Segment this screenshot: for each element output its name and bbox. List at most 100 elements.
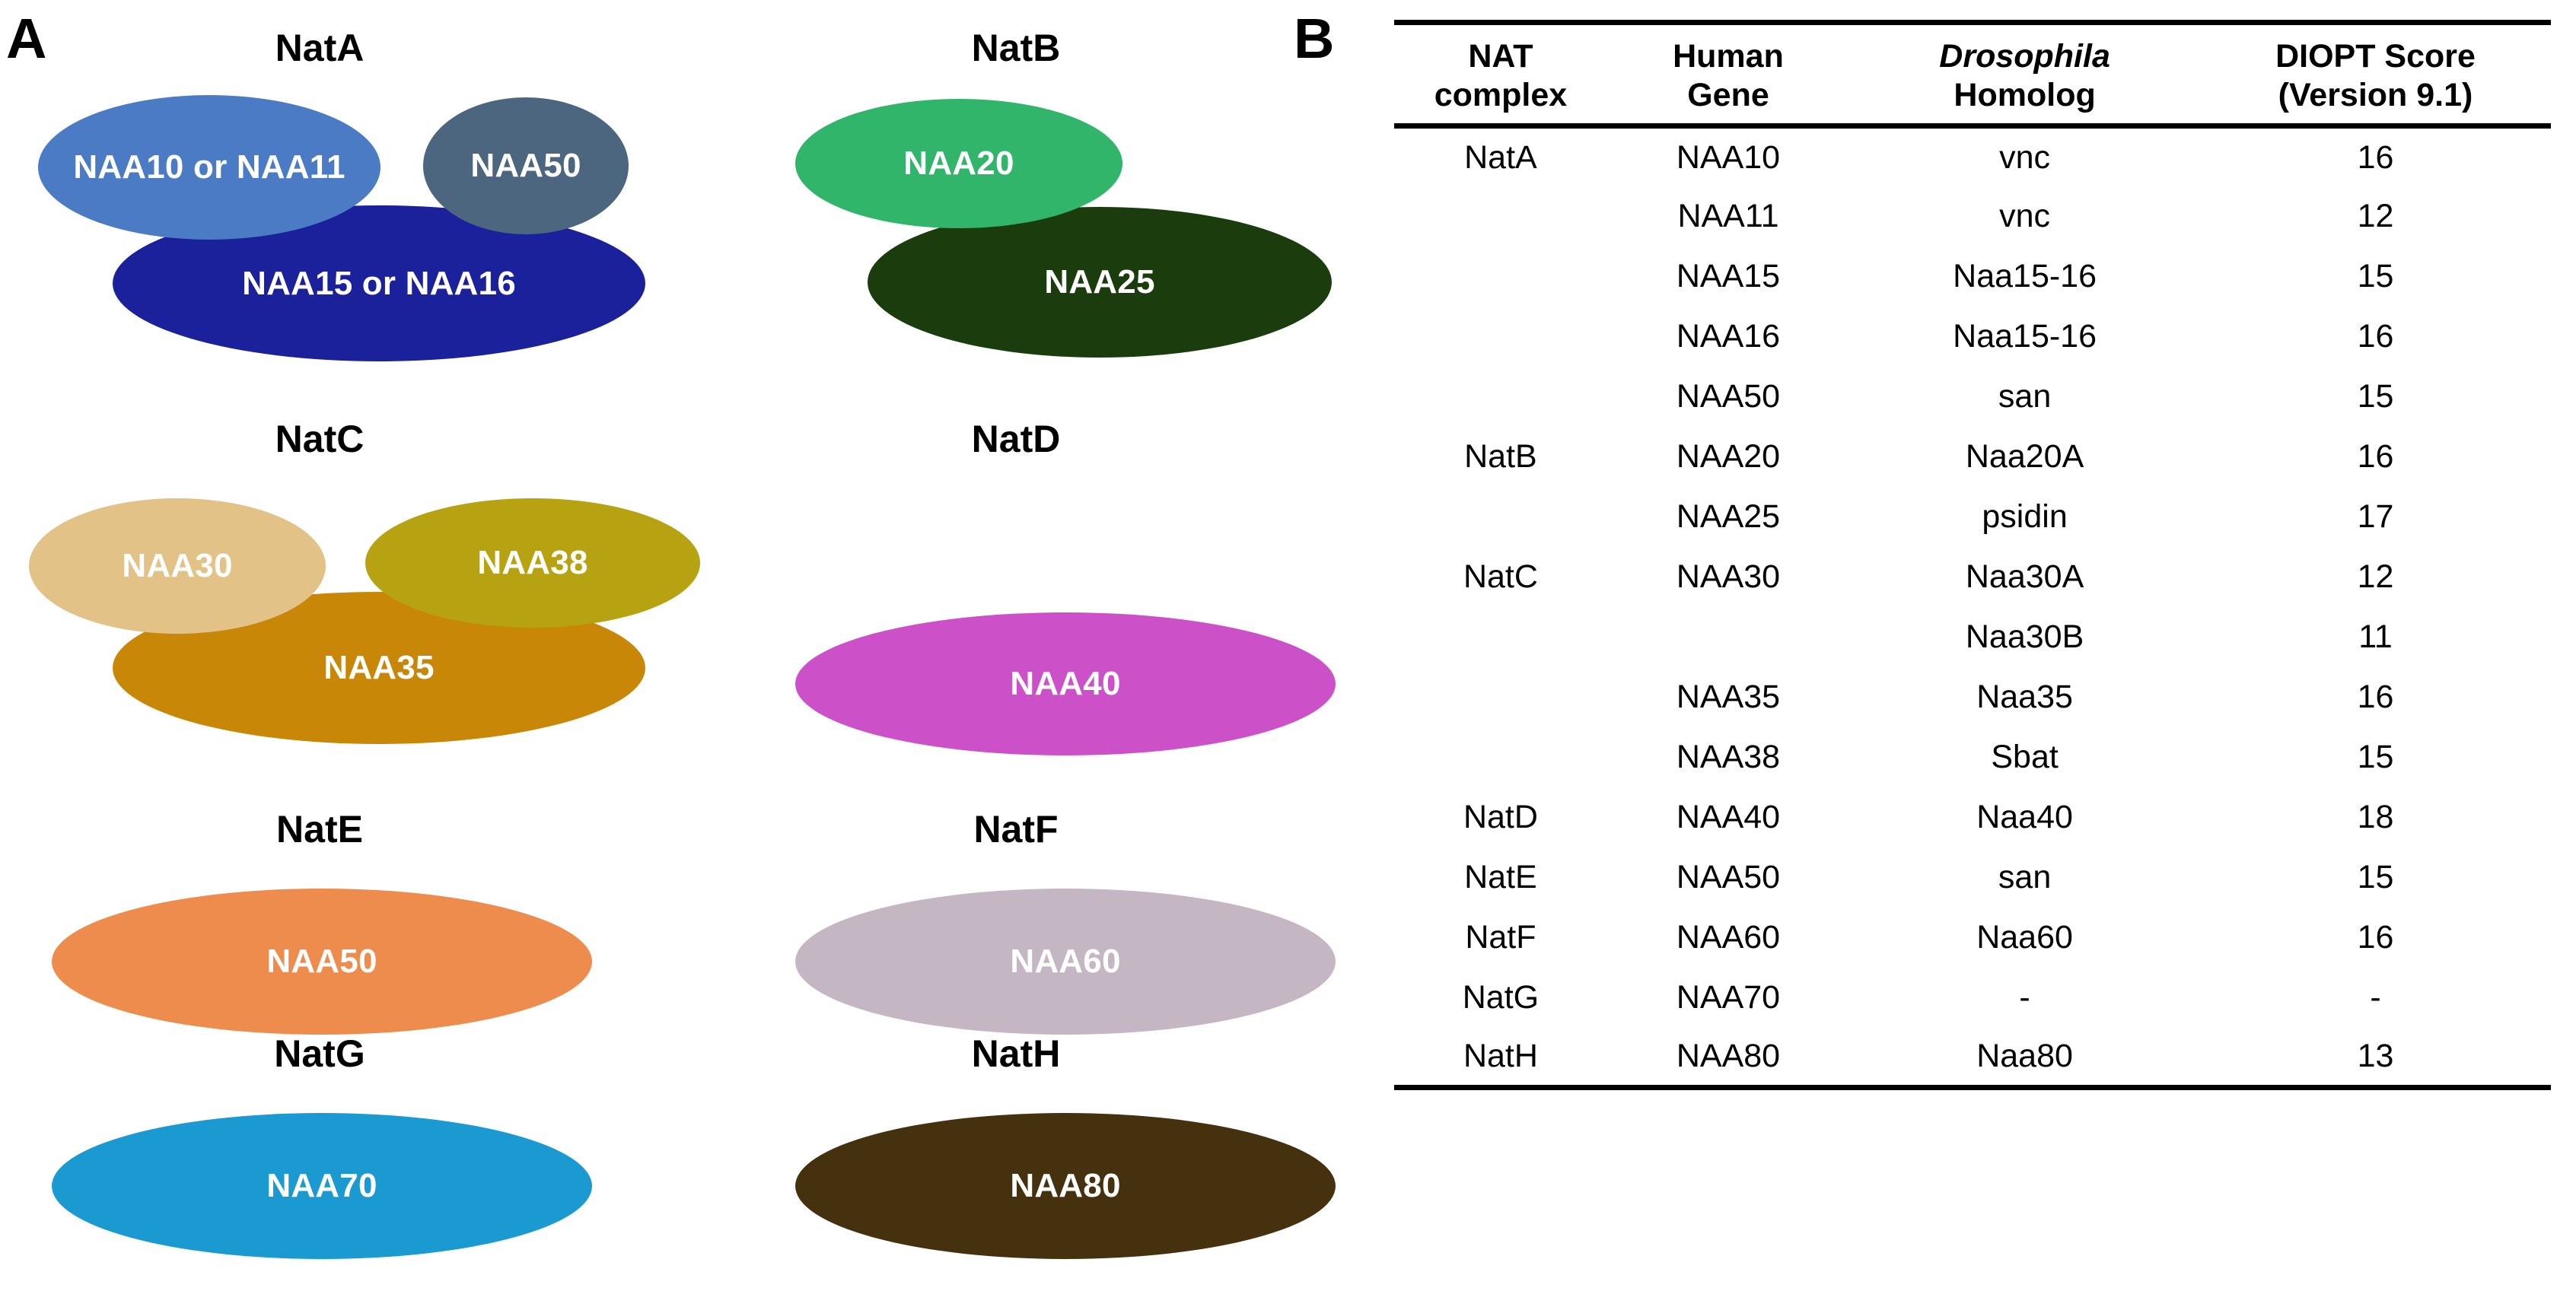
cell-human-gene: NAA30 [1676,558,1781,595]
cell-diopt-score: 13 [2200,1027,2551,1091]
cell-human-gene: NAA50 [1676,858,1781,895]
natD-subunit-naa40: NAA40 [795,612,1336,755]
header-nat-complex-line2: complex [1434,76,1568,113]
cell-nat-complex: NatC [1463,558,1538,595]
cell-diopt-score: - [2370,978,2381,1016]
cell-nat-complex [1394,667,1607,727]
header-diopt-score-line1: DIOPT Score [2275,38,2476,75]
cell-drosophila-homolog: Naa15-16 [1953,317,2097,355]
nat-homolog-table: NAT complex Human Gene Drosophila Homolo… [1394,19,2551,1091]
header-nat-complex: NAT complex [1394,19,1607,129]
cell-diopt-score: 15 [2357,738,2394,775]
natD-naa40-label: NAA40 [1010,665,1121,702]
natA-naa10-label: NAA10 or NAA11 [73,148,345,186]
cell-diopt-score: 12 [2357,197,2394,234]
cell-drosophila-homolog: san [1998,377,2052,415]
cell-diopt-score: 15 [2357,858,2394,895]
natC-naa30-label: NAA30 [122,547,233,584]
natA-title: NatA [275,27,365,69]
natA-naa15-label: NAA15 or NAA16 [242,264,516,302]
cell-diopt-score: 15 [2357,257,2394,294]
natF-title: NatF [973,808,1059,851]
table-row: NAA25 psidin 17 [1394,487,2551,547]
cell-diopt-score: 11 [2358,618,2393,655]
natD-title: NatD [971,418,1061,460]
cell-nat-complex: NatH [1394,1027,1607,1091]
natC-title: NatC [275,418,365,460]
header-human-gene: Human Gene [1606,19,1850,129]
natE-naa50-label: NAA50 [266,943,377,980]
cell-human-gene: NAA16 [1676,317,1781,355]
header-drosophila-homolog-line2: Homolog [1953,76,2096,113]
natE-title: NatE [276,808,363,851]
table-row: NatC NAA30 Naa30A 12 [1394,547,2551,607]
header-human-gene-line1: Human [1673,38,1784,75]
cell-human-gene: NAA20 [1676,437,1781,475]
cell-human-gene: NAA40 [1676,798,1781,835]
cell-drosophila-homolog: Naa35 [1976,678,2073,715]
cell-nat-complex [1394,607,1607,667]
panel-a: A NatA NAA10 or NAA11 NAA50 NAA15 or NAA… [6,7,1336,1259]
cell-diopt-score: 12 [2357,558,2394,595]
cell-drosophila-homolog: Naa15-16 [1953,257,2097,294]
cell-human-gene: NAA80 [1606,1027,1850,1091]
table-row: NAA35 Naa35 16 [1394,667,2551,727]
natC-naa38-label: NAA38 [477,544,588,581]
natB-title: NatB [971,27,1061,69]
natF-subunit-naa60: NAA60 [795,889,1336,1035]
cell-nat-complex [1394,246,1607,307]
cell-human-gene: NAA11 [1677,197,1779,234]
header-human-gene-line2: Gene [1687,76,1769,113]
table-row: NAA38 Sbat 15 [1394,727,2551,787]
panel-b: B NAT complex Human Gene Drosophila Homo… [1294,0,2576,1291]
cell-drosophila-homolog: Sbat [1991,738,2059,775]
table-row: NAA15 Naa15-16 15 [1394,246,2551,307]
natB-naa20-label: NAA20 [903,145,1014,182]
cell-drosophila-homolog: psidin [1982,498,2068,535]
natH-subunit-naa80: NAA80 [795,1113,1336,1259]
natB-subunit-naa20: NAA20 [795,99,1122,228]
cell-diopt-score: 16 [2357,437,2394,475]
cell-human-gene [1607,607,1849,667]
cell-nat-complex [1394,307,1607,367]
natA-subunit-naa50: NAA50 [423,97,629,234]
cell-human-gene: NAA25 [1676,498,1781,535]
cell-nat-complex: NatB [1464,437,1537,475]
cell-diopt-score: 16 [2357,678,2394,715]
natG-subunit-naa70: NAA70 [52,1113,592,1259]
natF-naa60-label: NAA60 [1010,943,1121,980]
cell-nat-complex [1394,487,1607,547]
cell-human-gene: NAA35 [1676,678,1781,715]
natC-subunit-naa30: NAA30 [29,498,326,634]
cell-human-gene: NAA15 [1676,257,1781,294]
natC-naa35-label: NAA35 [323,649,435,686]
cell-drosophila-homolog: Naa60 [1976,918,2073,956]
natA-subunit-naa10-naa11: NAA10 or NAA11 [38,95,381,240]
cell-nat-complex: NatA [1464,138,1537,176]
cell-human-gene: NAA60 [1676,918,1781,956]
cell-nat-complex [1394,186,1607,246]
cell-diopt-score: 18 [2357,798,2394,835]
cell-nat-complex [1394,727,1607,787]
panel-a-letter: A [6,7,47,70]
cell-diopt-score: 17 [2357,498,2394,535]
cell-drosophila-homolog: vnc [1999,138,2051,176]
cell-drosophila-homolog: Naa40 [1976,798,2073,835]
header-diopt-score: DIOPT Score (Version 9.1) [2200,19,2551,129]
cell-diopt-score: 16 [2357,918,2394,956]
cell-drosophila-homolog: Naa80 [1849,1027,2201,1091]
cell-drosophila-homolog: - [2019,978,2030,1016]
cell-drosophila-homolog: Naa30A [1965,558,2084,595]
natG-naa70-label: NAA70 [266,1167,377,1204]
header-drosophila-homolog: Drosophila Homolog [1849,19,2201,129]
cell-human-gene: NAA38 [1676,738,1781,775]
